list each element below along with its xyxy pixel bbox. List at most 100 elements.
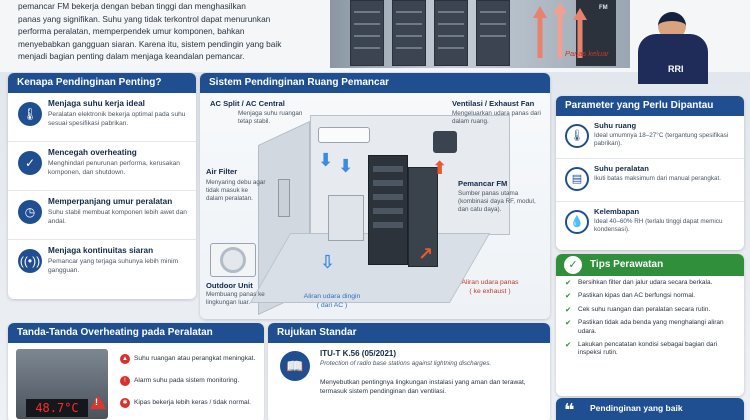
standard-reference-card: Rujukan Standar 📖 ITU-T K.56 (05/2021) P… [268, 323, 550, 420]
why-item-desc: Pemancar yang terjaga suhunya lebih mini… [48, 258, 179, 274]
fm-transmitter-cabinet [408, 167, 438, 267]
why-cooling-title: Kenapa Pendinginan Penting? [8, 73, 196, 93]
hot-air-note: Aliran udara panas ( ke exhaust ) [442, 279, 538, 296]
vent-label: Ventilasi / Exhaust Fan [452, 99, 535, 108]
hero-section: pemancar FM bekerja dengan beban tinggi … [0, 0, 750, 84]
server-rack [434, 0, 468, 66]
sign-text: Suhu ruangan atau perangkat meningkat. [134, 355, 256, 362]
server-rack [350, 0, 384, 66]
control-panel [328, 195, 364, 241]
hot-air-note-sub: ( ke exhaust ) [469, 287, 511, 295]
why-item: ◷ Memperpanjang umur peralatan Suhu stab… [8, 191, 196, 240]
tip-text: Pastikan kipas dan AC berfungsi normal. [578, 292, 696, 300]
filter-desc: Menyaring debu agar tidak masuk ke dalam… [206, 179, 266, 202]
quote-banner: ❝ Pendinginan yang baik [556, 398, 744, 420]
why-item-desc: Menghindari penurunan performa, kerusaka… [48, 160, 180, 176]
intro-line: performa peralatan, memperpendek umur ko… [18, 26, 245, 36]
tip-text: Bersihkan filter dan jalur udara secara … [578, 279, 713, 286]
intro-line: pemancar FM bekerja dengan beban tinggi … [18, 1, 246, 11]
checkmark-icon: ✔ [565, 318, 572, 328]
param-title: Suhu peralatan [594, 164, 649, 173]
thermometer-icon: ▲ [120, 354, 130, 364]
standard-description: Menyebutkan pentingnya lingkungan instal… [320, 379, 526, 395]
fm-desc: Sumber panas utama (kombinasi daya RF, m… [458, 190, 536, 213]
antenna-icon: ((•)) [18, 249, 42, 273]
cold-air-note-sub: ( dari AC ) [316, 301, 348, 309]
tips-title: Tips Perawatan [590, 259, 664, 270]
checkmark-icon: ✔ [565, 291, 572, 301]
intro-line: menyebabkan gangguan siaran. Karena itu,… [18, 38, 282, 49]
param-desc: Ideal umumnya 18–27°C (tergantung spesif… [594, 132, 729, 147]
cooling-system-diagram: ⬇ ⬇ ⇩ ⬆ ↗ AC Split / AC Central Menjaga … [200, 93, 550, 319]
overheating-title: Tanda-Tanda Overheating pada Peralatan [8, 323, 264, 343]
ac-desc: Menjaga suhu ruangan tetap stabil. [238, 110, 303, 125]
sign-text: Alarm suhu pada sistem monitoring. [134, 377, 240, 384]
server-room-photo: FM [330, 0, 630, 68]
param-item: 🌡 Suhu ruang Ideal umumnya 18–27°C (terg… [556, 116, 744, 159]
rack-label: FM [599, 5, 608, 11]
standard-title: ITU-T K.56 (05/2021) [320, 349, 397, 358]
fm-transmitter-rack: FM [576, 0, 616, 66]
sign-item: ✱ Kipas bekerja lebih keras / tidak norma… [120, 398, 251, 408]
why-item-desc: Peralatan elektronik bekerja optimal pad… [48, 111, 186, 127]
why-item-title: Mencegah overheating [48, 148, 137, 157]
intro-line: panas yang signifikan. Suhu yang tidak t… [18, 13, 271, 24]
diagram-title: Sistem Pendinginan Ruang Pemancar [200, 73, 550, 93]
hot-air-note-text: Aliran udara panas [461, 279, 519, 286]
tip-text: Cek suhu ruangan dan peralatan secara ru… [578, 305, 711, 313]
why-item: 🌡 Menjaga suhu kerja ideal Peralatan ele… [8, 93, 196, 142]
reference-title: Rujukan Standar [268, 323, 550, 343]
tip-item: ✔Bersihkan filter dan jalur udara secara… [556, 276, 744, 289]
why-item: ((•)) Menjaga kontinuitas siaran Pemanca… [8, 240, 196, 289]
ac-label: AC Split / AC Central [210, 99, 285, 108]
cold-air-note: Aliran udara dingin ( dari AC ) [292, 293, 372, 310]
technician-body [638, 34, 708, 84]
why-item-title: Memperpanjang umur peralatan [48, 197, 173, 206]
fan-icon: ✱ [120, 398, 130, 408]
cold-air-note-text: Aliran udara dingin [303, 293, 361, 300]
outdoor-desc: Membuang panas ke lingkungan luar. [206, 291, 265, 306]
air-filter-unit [278, 179, 290, 217]
intro-line: menjadi bagian penting dalam menjaga kea… [18, 51, 245, 61]
temperature-display: 48.7°C [26, 399, 88, 417]
param-title: Suhu ruang [594, 121, 637, 130]
parameters-title: Parameter yang Perlu Dipantau [556, 96, 744, 116]
heat-arrows-icon [533, 2, 587, 58]
cold-air-arrow-icon: ⬇ [318, 150, 334, 170]
ac-indoor-unit [318, 127, 370, 143]
thermometer-icon: 🌡 [565, 124, 589, 148]
standard-subtitle: Protection of radio base stations agains… [320, 360, 492, 367]
vent-desc: Mengeluarkan udara panas dari dalam ruan… [452, 110, 541, 125]
cooling-system-diagram-card: Sistem Pendinginan Ruang Pemancar ⬇ ⬇ ⇩ … [200, 73, 550, 319]
quote-text: Pendinginan yang baik [590, 403, 683, 413]
param-desc: Ikuti batas maksimum dari manual perangk… [594, 175, 722, 182]
tip-text: Lakukan pencatatan kondisi sebagai bagia… [578, 341, 718, 357]
intro-text: pemancar FM bekerja dengan beban tinggi … [18, 0, 318, 63]
tip-text: Pastikan tidak ada benda yang menghalang… [578, 319, 724, 335]
book-icon: 📖 [280, 351, 310, 381]
param-item: 💧 Kelembapan Ideal 40–60% RH (terlalu ti… [556, 202, 744, 245]
why-item: ✓ Mencegah overheating Menghindari penur… [8, 142, 196, 191]
heat-out-label: Panas keluar [565, 49, 609, 58]
sign-text: Kipas bekerja lebih keras / tidak normal… [134, 399, 251, 406]
server-rack [392, 0, 426, 66]
warning-icon: ! [90, 395, 106, 409]
fm-label: Pemancar FM [458, 179, 508, 188]
maintenance-tips-card: ✓ Tips Perawatan ✔Bersihkan filter dan j… [556, 254, 744, 396]
hot-air-arrow-icon: ⬆ [432, 158, 448, 178]
filter-label: Air Filter [206, 167, 238, 176]
fm-transmitter-rack [368, 155, 408, 265]
server-rack [476, 0, 510, 66]
checkmark-icon: ✔ [565, 340, 572, 350]
cold-air-arrow-icon: ⬇ [338, 156, 354, 176]
why-item-title: Menjaga kontinuitas siaran [48, 246, 154, 255]
param-desc: Ideal 40–60% RH (terlalu tinggi dapat me… [594, 218, 723, 233]
thermometer-icon: 🌡 [18, 102, 42, 126]
outdoor-label: Outdoor Unit [206, 281, 253, 290]
hot-air-arrow-icon: ↗ [418, 244, 434, 264]
tips-header: ✓ Tips Perawatan [556, 254, 744, 276]
server-icon: ▤ [565, 167, 589, 191]
sign-item: !Alarm suhu pada sistem monitoring. [120, 376, 240, 386]
quote-icon: ❝ [564, 400, 575, 420]
param-item: ▤ Suhu peralatan Ikuti batas maksimum da… [556, 159, 744, 202]
